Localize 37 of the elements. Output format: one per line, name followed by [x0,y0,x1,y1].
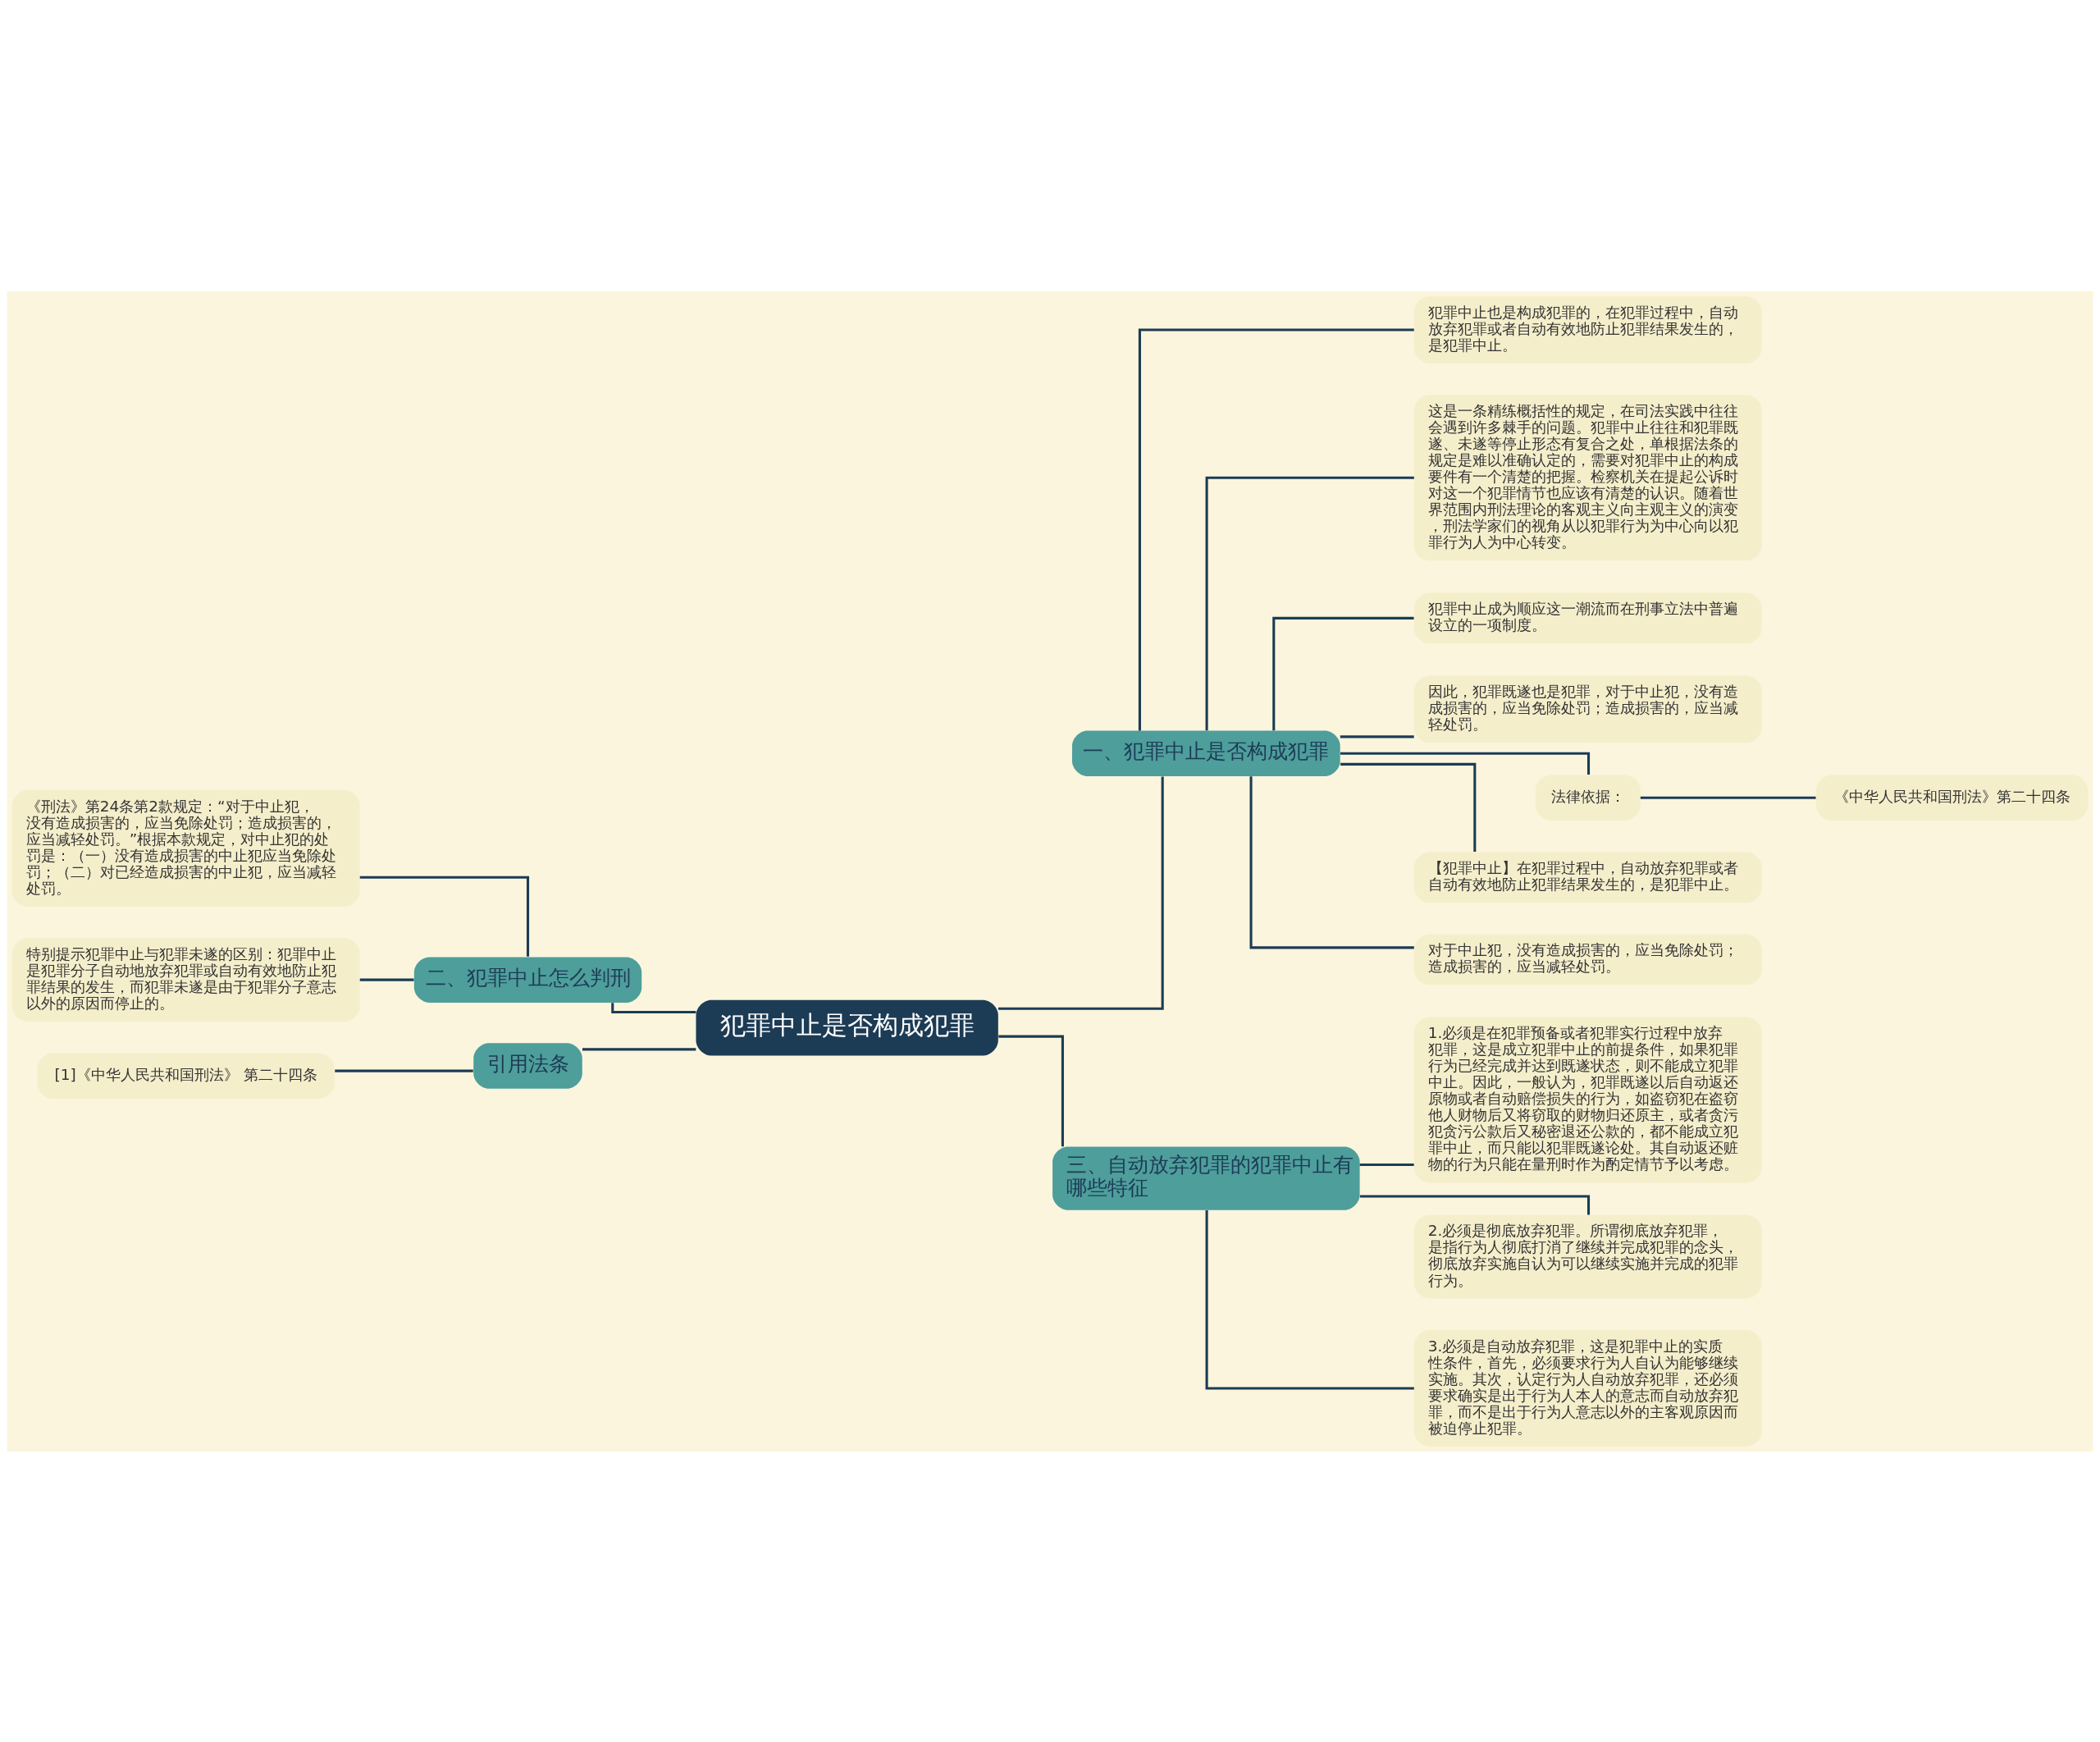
node-box: 犯罪中止是否构成犯罪 [696,999,998,1056]
node-box: 三、自动放弃犯罪的犯罪中止有哪些特征 [1052,1146,1360,1210]
node-box: [1]《中华人民共和国刑法》 第二十四条 [37,1053,335,1099]
connector [335,1069,473,1072]
node-box: 法律依据： [1535,775,1641,821]
connector [1359,1195,1591,1215]
connector [1249,775,1414,949]
node-box: 引用法条 [473,1042,582,1089]
node-box: 2.必须是彻底放弃犯罪。所谓彻底放弃犯罪，是指行为人彻底打消了继续并完成犯罪的念头，彻底放弃实施自认为可以继续实施并完成的犯罪行为。 [1413,1214,1762,1298]
connector [1340,752,1591,775]
connector [1205,476,1414,730]
connector [582,1047,696,1050]
node-box: 【犯罪中止】在犯罪过程中，自动放弃犯罪或者自动有效地防止犯罪结果发生的，是犯罪中止。 [1413,852,1762,903]
node-box: 《中华人民共和国刑法》第二十四条 [1815,775,2089,821]
connector [1640,796,1816,799]
node-box: 犯罪中止成为顺应这一潮流而在刑事立法中普遍设立的一项制度。 [1413,592,1762,643]
node-box: 1.必须是在犯罪预备或者犯罪实行过程中放弃犯罪，这是成立犯罪中止的前提条件，如果犯罪行为已经完成并达到既遂状态，则不能成立犯罪中止。因此，一般认为，犯罪既遂以后自动返还原物或者自动赔偿损失的行为，如盗窃犯在盗窃他人财物后又将窃取的财物归还原主，或者贪污犯贪污公款后又秘密退还公款的，都不能成立犯罪中止，而只能以犯罪既遂论处。其自动返还赃物的行为只能在量刑时作为酌定情节予以考虑。 [1413,1017,1762,1182]
connector [1205,1209,1414,1389]
connector [611,1002,696,1013]
node-box: 对于中止犯，没有造成损害的，应当免除处罚；造成损害的，应当减轻处罚。 [1413,934,1762,985]
connector [1138,327,1414,731]
node-box: 因此，犯罪既遂也是犯罪，对于中止犯，没有造成损害的，应当免除处罚；造成损害的，应当减轻处罚。 [1413,675,1762,743]
connector [1340,734,1414,738]
node-box: 一、犯罪中止是否构成犯罪 [1071,730,1340,776]
connector [359,978,414,981]
connector [1272,616,1414,730]
node-box: 这是一条精练概括性的规定，在司法实践中往往会遇到许多棘手的问题。犯罪中止往往和犯罪既遂、未遂等停止形态有复合之处，单根据法条的规定是难以准确认定的，需要对犯罪中止的构成要件有一个清楚的把握。检察机关在提起公诉时对这一个犯罪情节也应该有清楚的认识。随着世界范围内刑法理论的客观主义向主观主义的演变，刑法学家们的视角从以犯罪行为为中心向以犯罪行为人为中心转变。 [1413,394,1762,560]
connector [1340,762,1477,852]
node-box: 3.必须是自动放弃犯罪，这是犯罪中止的实质性条件，首先，必须要求行为人自认为能够继续实施。其次，认定行为人自动放弃犯罪，还必须要求确实是出于行为人本人的意志而自动放弃犯罪，而不是出于行为人意志以外的主客观原因而被迫停止犯罪。 [1413,1329,1762,1447]
connector [998,775,1164,1010]
node-box: 《刑法》第24条第2款规定：“对于中止犯，没有造成损害的，应当免除处罚；造成损害的，应当减轻处罚。”根据本款规定，对中止犯的处罚是：（一）没有造成损害的中止犯应当免除处罚；（二）对已经造成损害的中止犯，应当减轻处罚。 [11,789,360,907]
connector [359,876,530,957]
node-box: 特别提示犯罪中止与犯罪未遂的区别：犯罪中止是犯罪分子自动地放弃犯罪或自动有效地防止犯罪结果的发生，而犯罪未遂是由于犯罪分子意志以外的原因而停止的。 [11,937,360,1022]
node-box: 犯罪中止也是构成犯罪的，在犯罪过程中，自动放弃犯罪或者自动有效地防止犯罪结果发生的，是犯罪中止。 [1413,295,1762,363]
connector [998,1035,1064,1146]
connector [1359,1163,1414,1166]
node-box: 二、犯罪中止怎么判刑 [413,956,642,1003]
